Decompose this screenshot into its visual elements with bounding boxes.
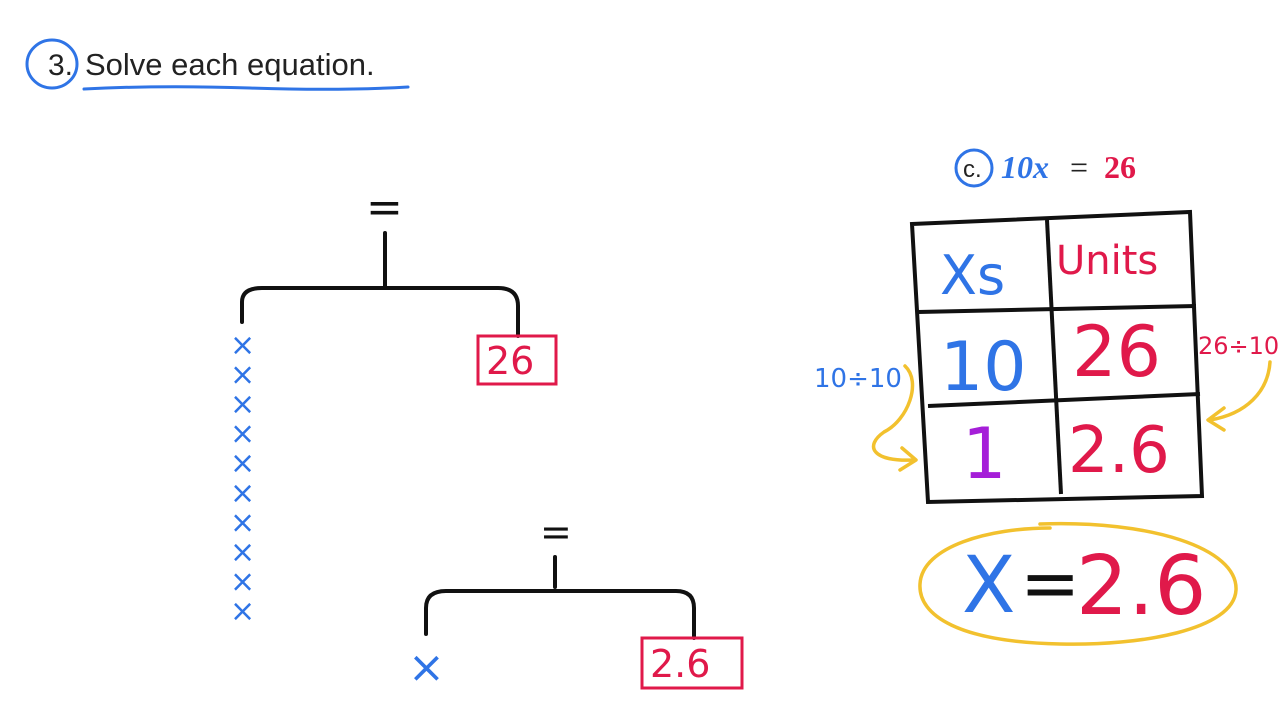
right-annotation: 26÷10 (1198, 332, 1279, 360)
tape1-x-mark: × (230, 505, 255, 540)
tape1-x-marks: ×××××××××× (230, 328, 255, 629)
tape2-bracket (424, 589, 696, 640)
tape1-equals: = (366, 182, 403, 233)
answer-ellipse (918, 521, 1238, 646)
part-letter: c. (963, 156, 982, 183)
answer-value: 2.6 (1076, 539, 1206, 634)
problem-number-circle (25, 38, 79, 90)
equation-lhs: 10x (1001, 149, 1049, 185)
tape1-bracket (240, 286, 520, 338)
table-cell-r2c2: 2.6 (1068, 414, 1170, 488)
table-cell-r2c1: 1 (962, 413, 1007, 495)
problem-instruction: Solve each equation. (85, 47, 375, 82)
equation-rhs: 26 (1104, 149, 1136, 185)
part-letter-circle (954, 148, 994, 188)
tape2-x-mark: × (408, 642, 445, 693)
tape1-value-box (476, 334, 558, 386)
tape1-value: 26 (486, 339, 534, 383)
tape1-x-mark: × (230, 564, 255, 599)
table-row-divider-2 (927, 392, 1201, 408)
answer-variable: X (962, 541, 1015, 631)
table-cell-r1c1: 10 (940, 328, 1027, 407)
equation-equals: = (1070, 149, 1088, 185)
tape1-x-mark: × (230, 476, 255, 511)
right-arrow (1208, 360, 1272, 422)
tape2-value-box (640, 636, 744, 690)
tape1-x-mark: × (230, 594, 255, 629)
left-arrowhead (898, 446, 918, 472)
answer-equals: = (1020, 541, 1080, 625)
tape1-x-mark: × (230, 358, 255, 393)
left-annotation: 10÷10 (814, 364, 902, 394)
tape1-x-mark: × (230, 328, 255, 363)
tape1-x-mark: × (230, 535, 255, 570)
tape1-x-mark: × (230, 446, 255, 481)
table-header-units: Units (1056, 238, 1158, 284)
table-column-divider (1045, 219, 1063, 495)
table-header-xs: Xs (940, 244, 1005, 307)
ratio-table: Xs Units 10 26 1 2.6 (909, 209, 1205, 505)
table-outline (909, 209, 1205, 505)
instruction-underline (82, 85, 410, 91)
table-row-divider-1 (917, 304, 1197, 314)
left-arrow (871, 364, 916, 462)
tape1-x-mark: × (230, 387, 255, 422)
problem-number: 3. (48, 49, 73, 82)
table-cell-r1c2: 26 (1072, 311, 1161, 393)
tape2-equals: = (540, 510, 572, 554)
tape2-value: 2.6 (650, 642, 710, 686)
right-arrowhead (1206, 406, 1226, 432)
tape1-x-mark: × (230, 417, 255, 452)
